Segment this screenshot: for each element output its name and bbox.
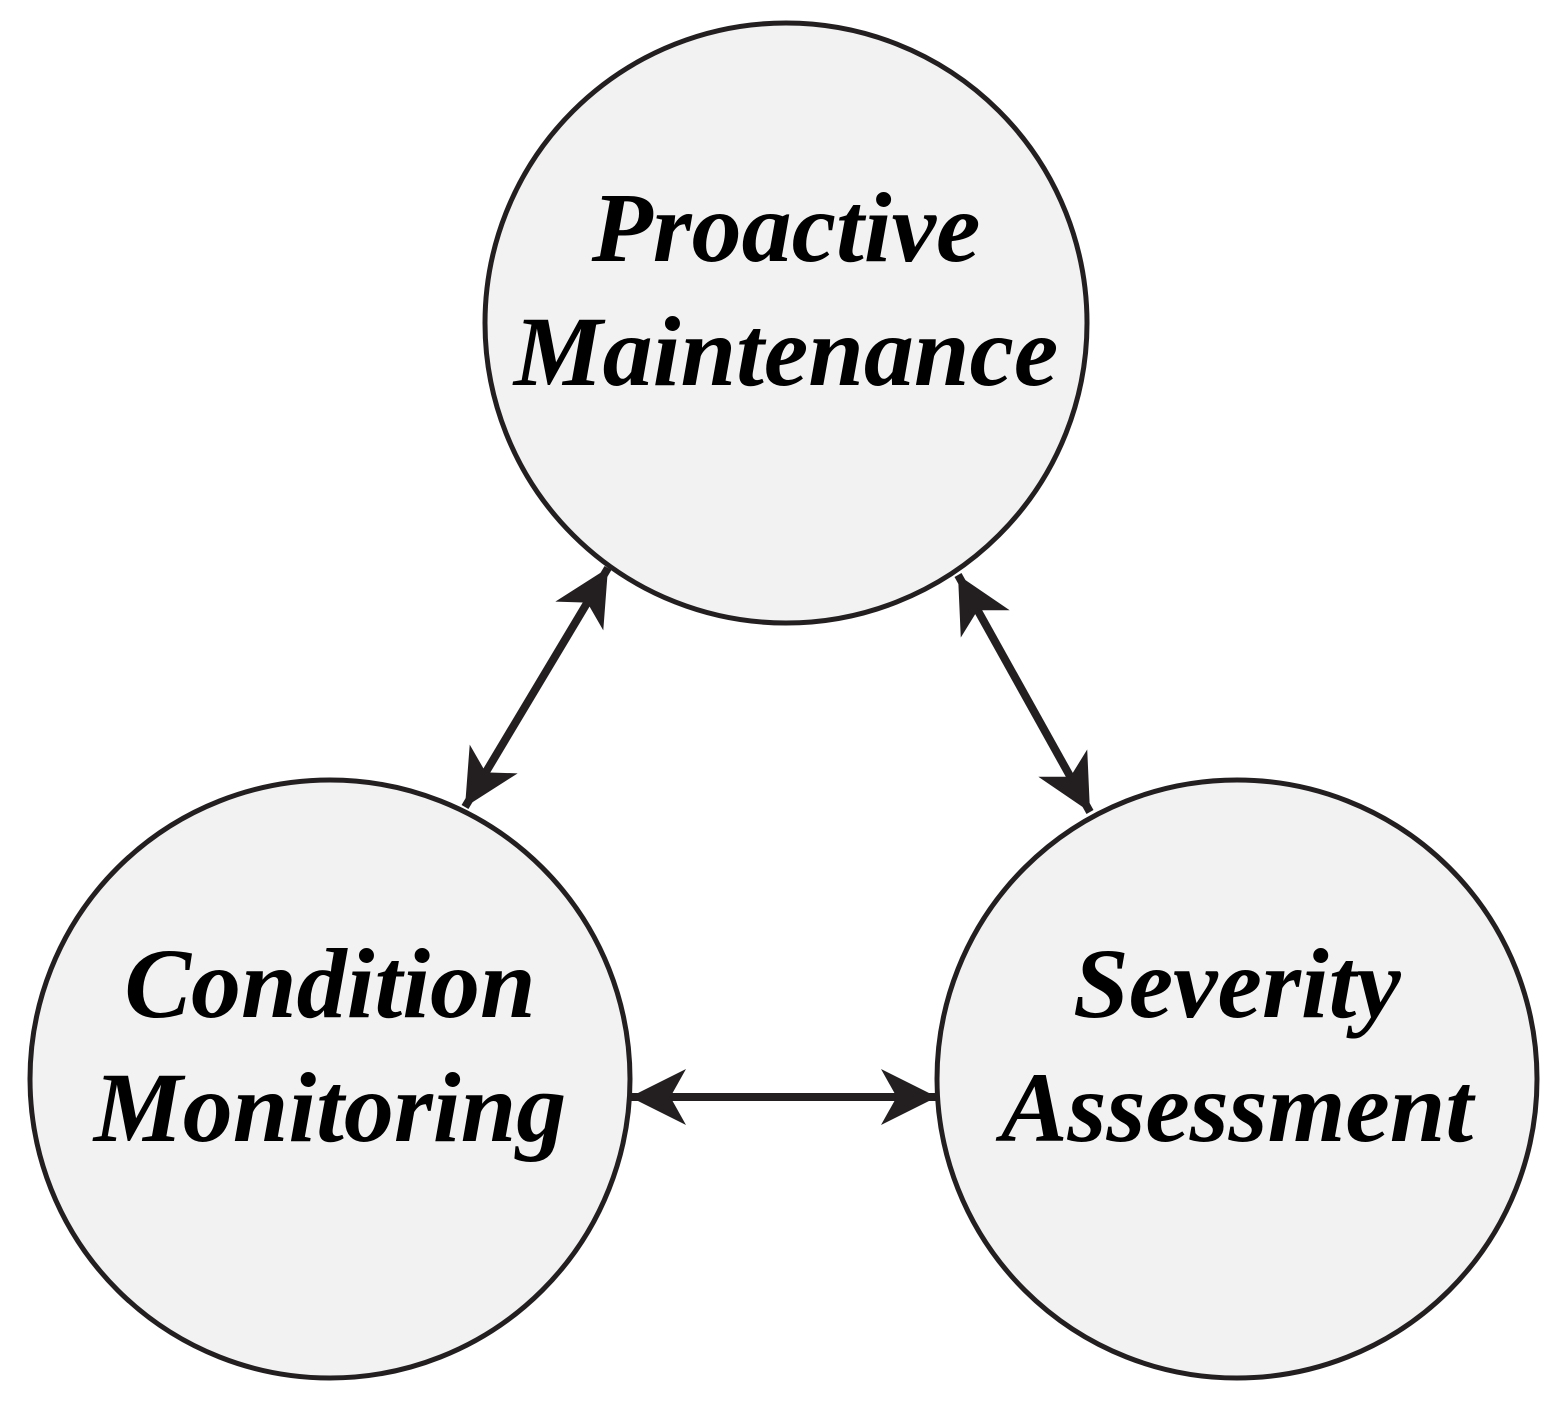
severity-assessment-node: Severity Assessment — [934, 777, 1540, 1381]
condition-monitoring-circle — [27, 777, 633, 1381]
condition-monitoring-node: Condition Monitoring — [27, 777, 633, 1381]
severity-assessment-label-line1: Severity — [1073, 928, 1401, 1039]
proactive-maintenance-label-line1: Proactive — [591, 172, 981, 283]
severity-assessment-circle — [934, 777, 1540, 1381]
arrow-maintenance-monitoring — [461, 565, 612, 810]
condition-monitoring-label-line1: Condition — [124, 928, 535, 1039]
proactive-maintenance-node: Proactive Maintenance — [482, 20, 1090, 626]
proactive-maintenance-label-line2: Maintenance — [512, 296, 1058, 407]
severity-assessment-label-line2: Assessment — [995, 1052, 1477, 1163]
condition-monitoring-label-line2: Monitoring — [92, 1052, 566, 1163]
arrow-maintenance-assessment — [954, 573, 1094, 814]
proactive-maintenance-circle — [482, 20, 1090, 626]
